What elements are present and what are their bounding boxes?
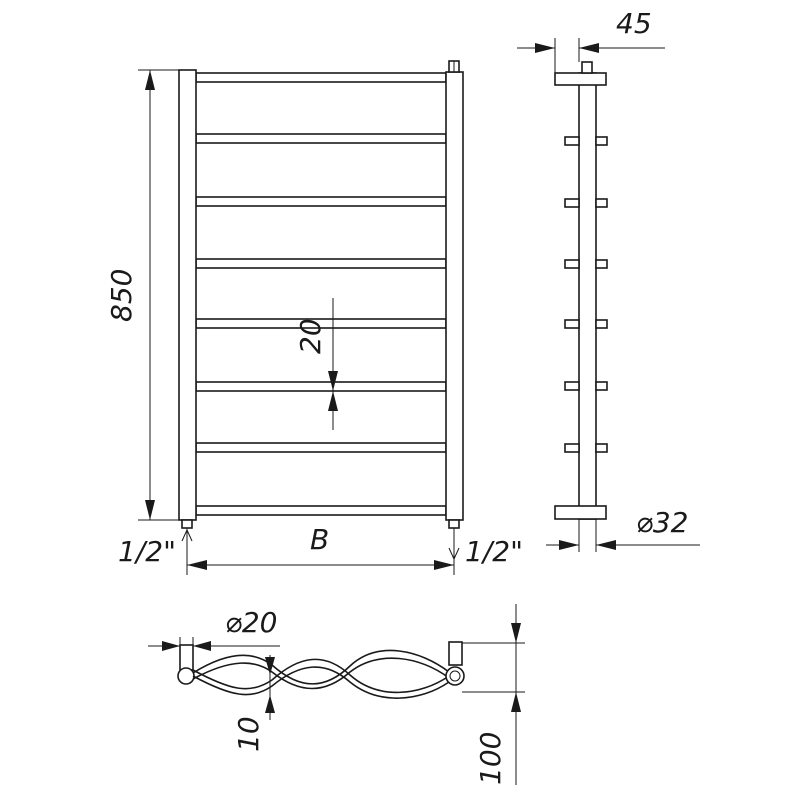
top-wave-upper [192,649,450,685]
dimension-label-pipe-diameter: ⌀32 [636,506,689,539]
top-wave-lower [192,658,450,694]
rail-4 [195,258,447,269]
dimension-width: B [186,523,455,575]
top-wave-lower-inner [192,666,450,699]
dimension-label-height: 850 [105,269,138,322]
dimension-label-side-offset: 45 [616,7,652,40]
top-right-pipe-bore [449,670,461,682]
inlet-left: 1/2" [118,528,193,568]
inlet-right-label: 1/2" [465,535,523,568]
dimension-label-width: B [310,523,329,556]
dimension-label-bend-depth: 10 [232,716,265,752]
rail-3 [195,196,447,207]
top-left-collector [179,644,194,671]
dimension-bend-depth: 10 [232,655,275,752]
side-top-bar [554,72,607,86]
side-collector [578,72,597,520]
front-rails [195,72,447,516]
right-bottom-stub [448,519,460,529]
top-right-pipe-end [445,666,465,686]
side-rail-stubs [564,136,608,453]
top-right-collector [448,641,463,666]
dimension-label-rail-spacing: 20 [294,318,327,354]
rail-7 [195,442,447,453]
rail-8 [195,505,447,516]
dimension-pipe-diameter: ⌀32 [546,506,700,552]
dimension-label-rail-diameter: ⌀20 [225,606,278,639]
side-view [554,61,608,520]
right-collector [445,71,464,521]
rail-2 [195,133,447,144]
front-view [178,60,464,529]
top-left-pipe-end [177,667,195,685]
dimension-total-depth: 100 [462,604,525,785]
rail-6 [195,381,447,392]
dimension-side-offset: 45 [517,7,665,73]
dimension-rail-spacing: 20 [294,298,338,430]
left-collector [178,69,197,521]
side-bottom-bar [554,505,607,520]
rail-1 [195,72,447,83]
side-top-fitting [581,61,593,74]
inlet-left-label: 1/2" [118,535,176,568]
dimension-label-total-depth: 100 [474,732,507,785]
dimension-rail-diameter: ⌀20 [148,606,280,660]
top-wave-upper-inner [192,657,450,690]
top-view [177,641,465,699]
inlet-right: 1/2" [448,528,523,568]
dimension-height: 850 [105,69,179,521]
left-bottom-stub [181,519,193,529]
